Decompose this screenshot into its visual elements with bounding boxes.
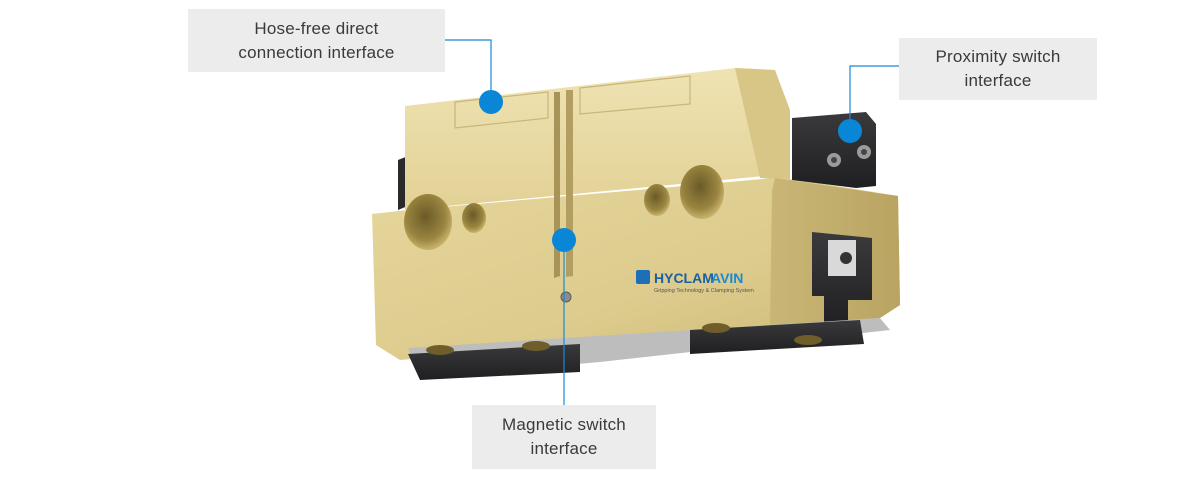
logo-brand-1: HYCLAM — [654, 270, 714, 286]
callout-proximity-switch-interface: Proximity switch interface — [899, 38, 1097, 100]
logo-brand-2: AVIN — [711, 270, 743, 286]
top-recess-right — [579, 75, 691, 115]
marker-magnetic — [552, 228, 576, 252]
right-large-hole — [680, 165, 724, 219]
leader-line-proximity — [849, 65, 899, 130]
top-recess — [454, 91, 549, 129]
callout-prox-line2: interface — [964, 71, 1032, 90]
right-jaw — [812, 232, 872, 330]
lower-block-face — [372, 178, 900, 360]
magnetic-screw — [560, 291, 572, 303]
callout-hose-line2: connection interface — [238, 42, 395, 62]
callout-mag-line2: interface — [530, 439, 598, 458]
left-large-hole — [404, 194, 452, 250]
marker-proximity — [838, 119, 862, 143]
marker-hose — [479, 90, 503, 114]
callout-magnetic-switch-interface: Magnetic switch interface — [472, 405, 656, 469]
callout-mag-line1: Magnetic switch — [502, 415, 626, 434]
callout-hose-line1: Hose-free direct — [254, 18, 379, 38]
upper-block-side — [735, 68, 790, 180]
right-small-hole — [644, 184, 670, 216]
left-small-hole — [462, 203, 486, 233]
callout-hose-free-interface: Hose-free direct connection interface — [188, 9, 445, 72]
leader-line-hose — [445, 39, 492, 102]
callout-prox-line1: Proximity switch — [935, 47, 1061, 66]
logo-mark — [636, 270, 650, 284]
bottom-jaw-right — [690, 320, 864, 354]
logo-tagline: Gripping Technology & Clamping System — [654, 288, 754, 294]
